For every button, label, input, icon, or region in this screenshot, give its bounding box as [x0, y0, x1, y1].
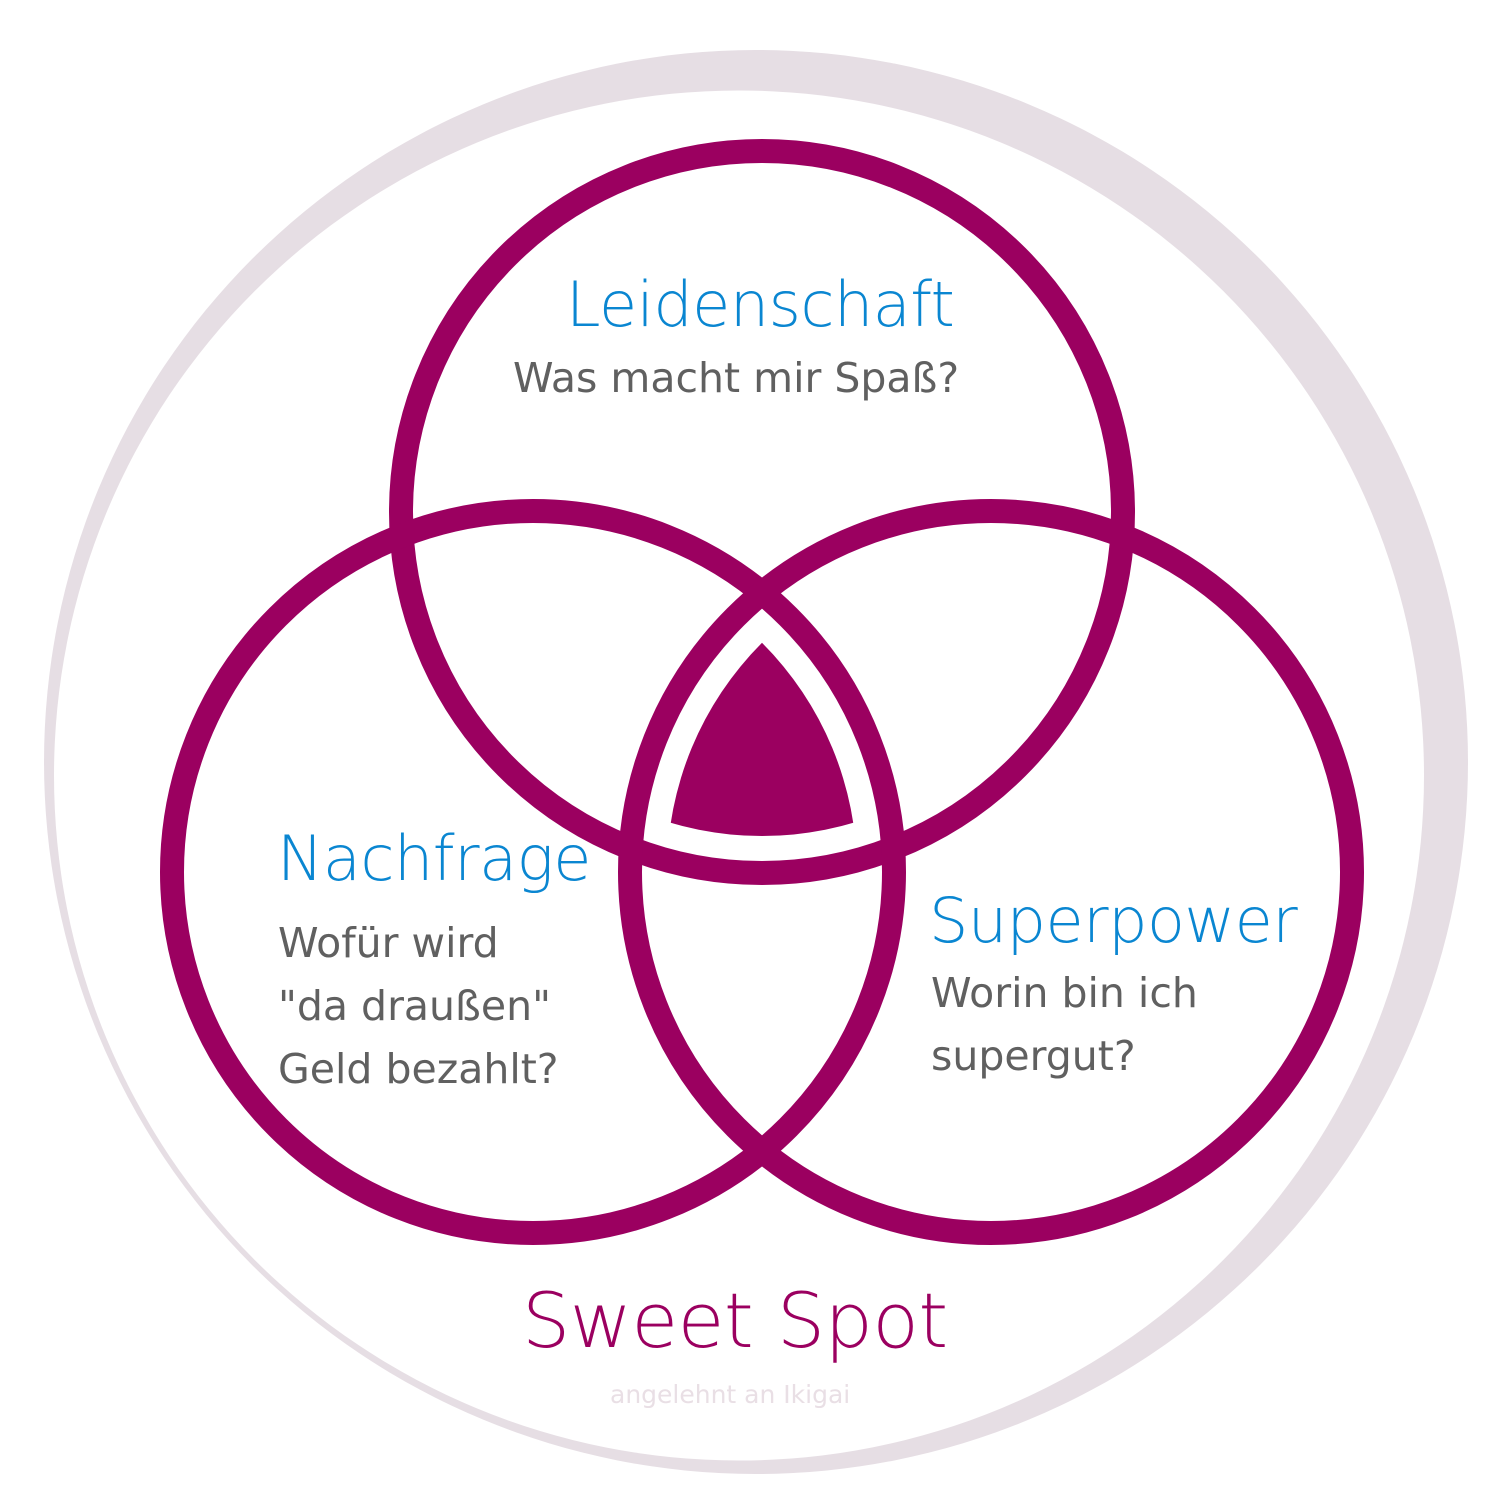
sweet-spot-label: Sweet Spot — [522, 1276, 948, 1365]
circle-nachfrage — [160, 499, 906, 1245]
leidenschaft-title: Leidenschaft — [566, 268, 955, 341]
superpower-question-line-1: Worin bin ich — [931, 969, 1198, 1017]
nachfrage-title: Nachfrage — [277, 822, 591, 895]
superpower-question-line-2: supergut? — [931, 1032, 1136, 1080]
nachfrage-question-line-2: "da draußen" — [278, 982, 551, 1030]
nachfrage-question-line-3: Geld bezahlt? — [278, 1045, 559, 1093]
ikigai-credit: angelehnt an Ikigai — [610, 1380, 851, 1409]
superpower-title: Superpower — [929, 884, 1298, 957]
circle-superpower — [618, 499, 1364, 1245]
leidenschaft-question: Was macht mir Spaß? — [513, 354, 960, 402]
nachfrage-question-line-1: Wofür wird — [278, 919, 499, 967]
circle-leidenschaft — [389, 139, 1135, 885]
